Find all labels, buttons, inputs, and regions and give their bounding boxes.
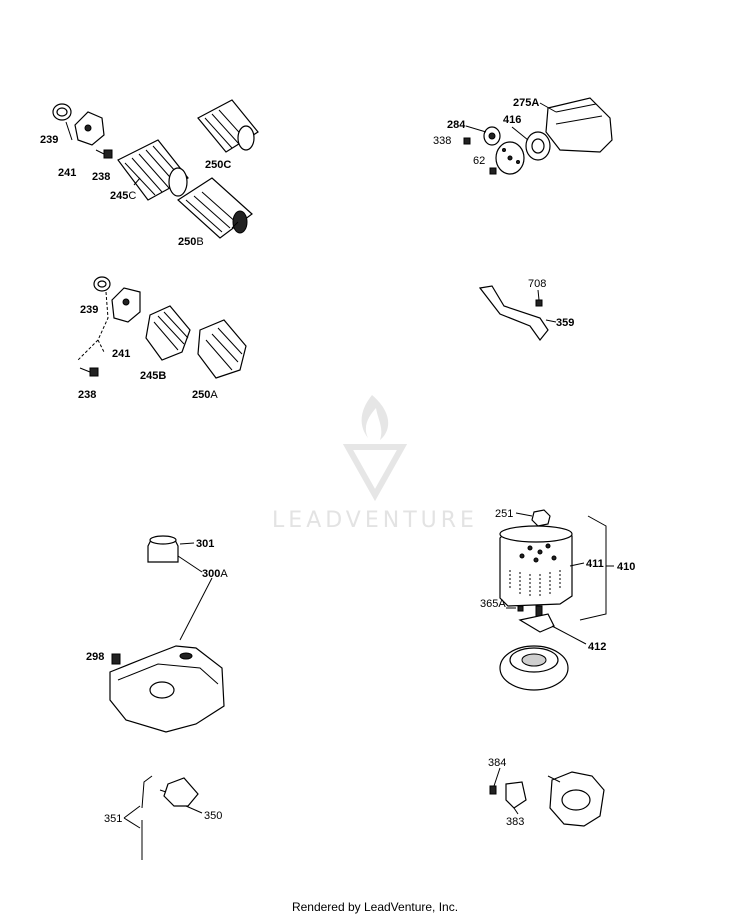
callout-239a: 239 [40,134,58,146]
part-708-screw [535,299,543,307]
part-275a-housing [545,97,613,153]
part-411-screen [499,525,573,607]
part-238-screw-b [79,367,99,377]
leader-300a-long [179,577,213,641]
callout-251: 251 [495,508,513,520]
part-412-bracket [518,613,555,633]
callout-241b: 241 [112,348,130,360]
callout-245b: 245B [140,370,166,382]
leader-284 [465,125,487,133]
callout-284: 284 [447,119,466,131]
part-245c-filter [117,139,189,201]
part-384-screw [489,785,497,795]
leader-301 [179,542,195,545]
part-250c-precleaner [197,99,259,153]
callout-416: 416 [503,114,521,126]
leader-245c [133,177,141,186]
part-359-lever [478,285,549,341]
callout-338: 338 [433,135,451,147]
footer-credit: Rendered by LeadVenture, Inc. [291,900,459,914]
watermark-text: LEADVENTURE [272,508,478,533]
callout-250a: 250A [192,389,218,401]
callout-412: 412 [588,641,606,653]
callout-239b: 239 [80,304,98,316]
callout-365a: 365A [480,598,506,610]
leader-250b [231,221,239,229]
part-351-fuel-line [141,775,153,860]
leader-359 [545,319,557,323]
part-241-base-a [74,111,105,146]
part-241-base-b [111,287,141,323]
leader-241a [65,121,73,141]
part-350-fuel-filter [159,777,199,807]
callout-351: 351 [104,813,122,825]
callout-238a: 238 [92,171,110,183]
part-416-pulley [525,131,551,161]
callout-359: 359 [556,317,574,329]
leader-350 [185,805,203,814]
part-298-bolt [111,653,121,665]
leader-275a [539,102,557,113]
part-rewind-housing [499,645,569,691]
part-238-screw-a [95,149,113,159]
callout-250c: 250C [205,159,231,171]
callout-383: 383 [506,816,524,828]
part-250b-cover [177,177,253,239]
leader-300a [177,555,203,573]
callout-708: 708 [528,278,546,290]
part-301-cap [147,535,179,563]
part-383-gasket [505,781,527,809]
callout-301: 301 [196,538,214,550]
callout-275a: 275A [513,97,539,109]
leader-384 [493,767,501,787]
callout-241a: 241 [58,167,76,179]
callout-384: 384 [488,757,506,769]
part-300a-tank [109,645,225,733]
callout-62: 62 [473,155,485,167]
part-239-washer-b [93,276,111,292]
callout-245c: 245C [110,190,136,202]
callout-300a: 300A [202,568,228,580]
part-carburetor [547,771,605,827]
dashed-leader-241b [77,291,109,361]
part-239-washer-a [52,103,72,121]
part-62-screw [489,167,497,175]
bracket-410 [579,515,607,621]
leader-411 [569,562,585,567]
callout-238b: 238 [78,389,96,401]
callout-350: 350 [204,810,222,822]
callout-410: 410 [617,561,635,573]
leader-416 [511,126,529,141]
part-62-rotor [495,141,525,175]
part-338-screw [463,137,471,145]
part-284-bearing [483,126,501,146]
part-251-nut [531,509,551,527]
part-250a-cover [197,319,247,379]
leader-351-a [123,805,141,819]
leader-412 [551,625,587,645]
leader-351-b [123,817,141,829]
callout-411: 411 [586,558,604,570]
leader-383 [513,807,519,815]
callout-250b: 250B [178,236,204,248]
watermark-logo: LEADVENTURE [272,395,478,533]
part-245b-foam [145,305,191,361]
leader-251 [515,512,533,517]
leader-708 [537,289,540,301]
callout-298: 298 [86,651,104,663]
